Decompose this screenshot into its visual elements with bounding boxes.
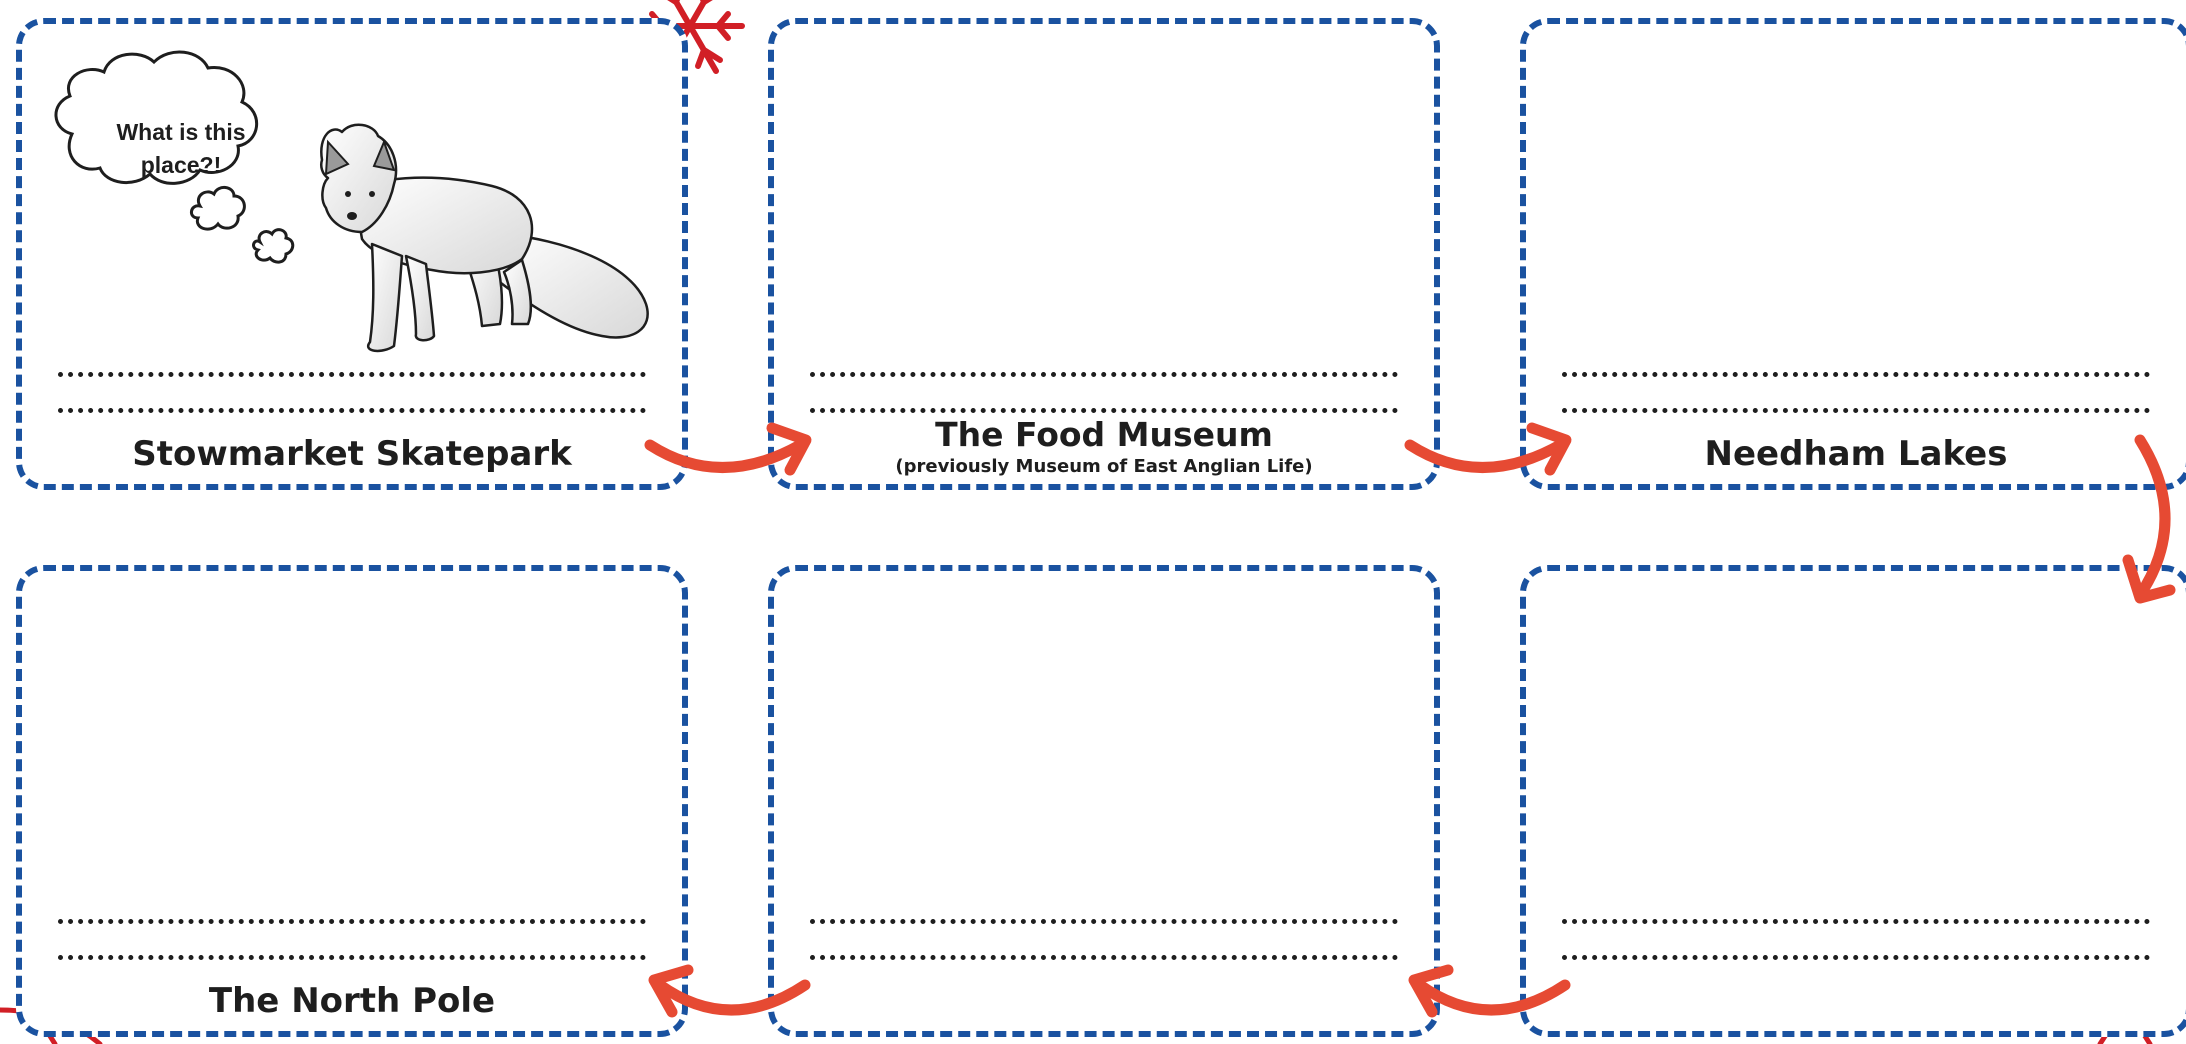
story-panel-3: Needham Lakes [1520, 18, 2186, 490]
fox-face [345, 191, 375, 220]
writing-line-1[interactable] [810, 372, 1398, 377]
writing-line-2[interactable] [810, 408, 1398, 413]
thought-bubble-icon [54, 50, 295, 264]
writing-line-2[interactable] [1562, 408, 2150, 413]
panel-3-title: Needham Lakes [1704, 434, 2008, 474]
panel-2-subtitle: (previously Museum of East Anglian Life) [895, 456, 1313, 477]
story-panel-6 [1520, 565, 2186, 1037]
writing-line-1[interactable] [58, 372, 646, 377]
story-panel-5 [768, 565, 1440, 1037]
writing-line-1[interactable] [810, 919, 1398, 924]
thought-bubble-text: What is this place?! [116, 119, 246, 178]
story-panel-4: The North Pole [16, 565, 688, 1037]
panel-1-art [54, 50, 649, 353]
panel-4-title: The North Pole [208, 981, 496, 1021]
writing-line-2[interactable] [58, 408, 646, 413]
writing-line-1[interactable] [1562, 372, 2150, 377]
arctic-fox-illustration [320, 123, 649, 353]
story-panel-2: The Food Museum (previously Museum of Ea… [768, 18, 1440, 490]
writing-line-2[interactable] [810, 955, 1398, 960]
writing-line-1[interactable] [1562, 919, 2150, 924]
writing-line-2[interactable] [58, 955, 646, 960]
fox-ears [324, 139, 396, 176]
panel-2-title: The Food Museum [935, 415, 1273, 454]
writing-line-1[interactable] [58, 919, 646, 924]
story-panel-1: What is this place?! Stowmarket Skatepar… [16, 18, 688, 490]
writing-line-2[interactable] [1562, 955, 2150, 960]
panel-1-title: Stowmarket Skatepark [132, 434, 572, 474]
